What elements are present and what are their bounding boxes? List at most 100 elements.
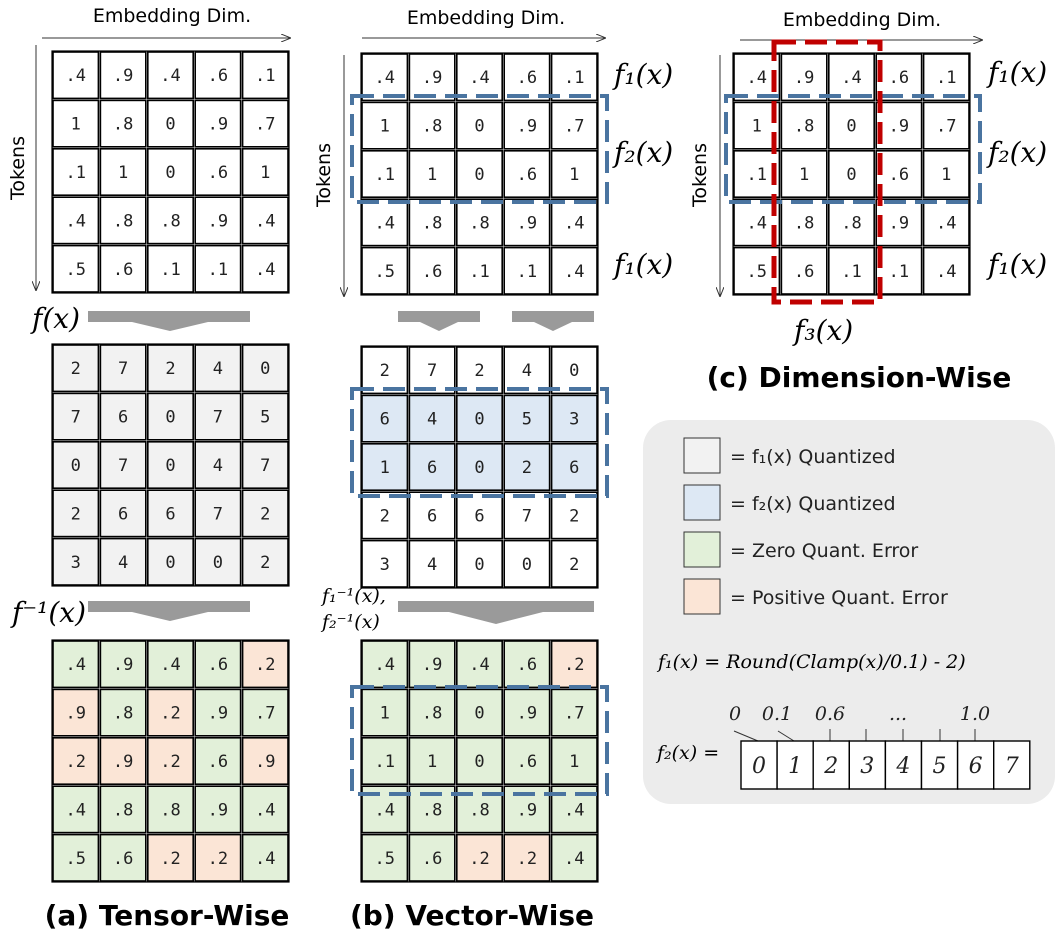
matrix-cell: [194, 537, 242, 586]
cell-value: .6: [208, 655, 228, 675]
cell-value: .6: [517, 68, 537, 88]
cell-value: .2: [208, 849, 228, 869]
matrix-cell: [875, 53, 923, 102]
matrix-cell: [827, 198, 875, 247]
cell-value: .2: [469, 849, 489, 869]
matrix-cell: [241, 148, 289, 197]
cell-value: .4: [564, 213, 584, 233]
matrix-cell: [147, 244, 195, 293]
cell-value: .4: [255, 800, 275, 820]
matrix-cell: [241, 640, 289, 689]
scale-label: ...: [889, 703, 907, 725]
matrix-cell: [455, 539, 503, 588]
matrix-cell: [99, 196, 147, 245]
matrix-cell: [52, 785, 100, 834]
cell-value: .7: [564, 704, 584, 724]
matrix-cell: [550, 246, 598, 295]
embedding-dim-label-a: Embedding Dim.: [93, 5, 251, 27]
matrix-cell: [550, 688, 598, 737]
cell-value: 1: [569, 165, 579, 185]
cell-value: .2: [564, 655, 584, 675]
arrow-b-2: [398, 601, 594, 624]
matrix-cell: [780, 101, 828, 150]
bin-cell: [920, 740, 959, 790]
cell-value: .2: [517, 849, 537, 869]
cell-value: 0: [569, 361, 579, 381]
cell-value: .9: [65, 704, 85, 724]
matrix-cell: [455, 640, 503, 689]
matrix-cell: [780, 198, 828, 247]
matrix-cell: [827, 246, 875, 295]
f2-label-b: f₂(x): [612, 136, 673, 169]
matrix-cell: [922, 101, 970, 150]
dimension-group-box-c: [771, 39, 883, 305]
matrix-cell: [922, 246, 970, 295]
matrix-cell: [241, 99, 289, 148]
cell-value: 7: [522, 506, 532, 526]
cell-value: .1: [65, 163, 85, 183]
matrix-cell: [194, 196, 242, 245]
cell-value: .9: [255, 752, 275, 772]
matrix-cell: [52, 537, 100, 586]
matrix-cell: [408, 491, 456, 540]
cell-value: .6: [113, 260, 133, 280]
cell-value: 3: [569, 410, 579, 430]
cell-value: 5: [260, 408, 270, 428]
cell-value: 4: [427, 555, 437, 575]
matrix-cell: [52, 99, 100, 148]
cell-value: .1: [374, 165, 394, 185]
cell-value: .9: [517, 800, 537, 820]
cell-value: .2: [160, 704, 180, 724]
matrix-cell: [99, 148, 147, 197]
cell-value: .1: [564, 68, 584, 88]
cell-value: 0: [522, 555, 532, 575]
cell-value: .9: [113, 66, 133, 86]
cell-value: 1: [941, 165, 951, 185]
matrix-cell: [52, 640, 100, 689]
matrix-cell: [361, 101, 409, 150]
tokens-label-c: Tokens: [689, 143, 711, 208]
matrix-cell: [408, 150, 456, 199]
matrix-cell: [455, 53, 503, 102]
matrix-cell: [99, 537, 147, 586]
cell-value: .1: [841, 262, 861, 282]
cell-value: 0: [846, 165, 856, 185]
cell-value: .4: [160, 655, 180, 675]
matrix-cell: [194, 148, 242, 197]
embedding-dim-label-c: Embedding Dim.: [783, 9, 941, 31]
cell-value: 2: [474, 361, 484, 381]
cell-value: .1: [469, 262, 489, 282]
matrix-cell: [194, 51, 242, 100]
matrix-cell: [827, 150, 875, 199]
matrix-cell: [99, 440, 147, 489]
bin-label: 7: [1005, 754, 1019, 779]
f1-label-c-top: f₁(x): [986, 56, 1047, 89]
cell-value: .6: [517, 655, 537, 675]
embedding-dim-label-b: Embedding Dim.: [407, 7, 565, 29]
cell-value: 1: [380, 458, 390, 478]
arrow-b-1-right: [512, 311, 594, 331]
cell-value: .1: [936, 68, 956, 88]
dequantized-matrix-a: .4.9.4.6.2.9.8.2.9.7.2.9.2.6.9.4.8.8.9.4…: [51, 639, 290, 883]
cell-value: 0: [474, 555, 484, 575]
cell-value: 6: [118, 504, 128, 524]
matrix-cell: [408, 442, 456, 491]
matrix-cell: [503, 640, 551, 689]
matrix-cell: [147, 51, 195, 100]
matrix-cell: [550, 491, 598, 540]
cell-value: .4: [841, 68, 861, 88]
cell-value: 7: [71, 408, 81, 428]
f3-label-c: f₃(x): [792, 314, 853, 347]
legend-label: = f₁(x) Quantized: [730, 446, 896, 468]
cell-value: 0: [474, 410, 484, 430]
bin-label: 5: [933, 754, 947, 779]
cell-value: 0: [474, 752, 484, 772]
cell-value: .8: [841, 213, 861, 233]
matrix-cell: [194, 392, 242, 441]
cell-value: .7: [564, 117, 584, 137]
cell-value: .8: [160, 211, 180, 231]
matrix-cell: [550, 442, 598, 491]
